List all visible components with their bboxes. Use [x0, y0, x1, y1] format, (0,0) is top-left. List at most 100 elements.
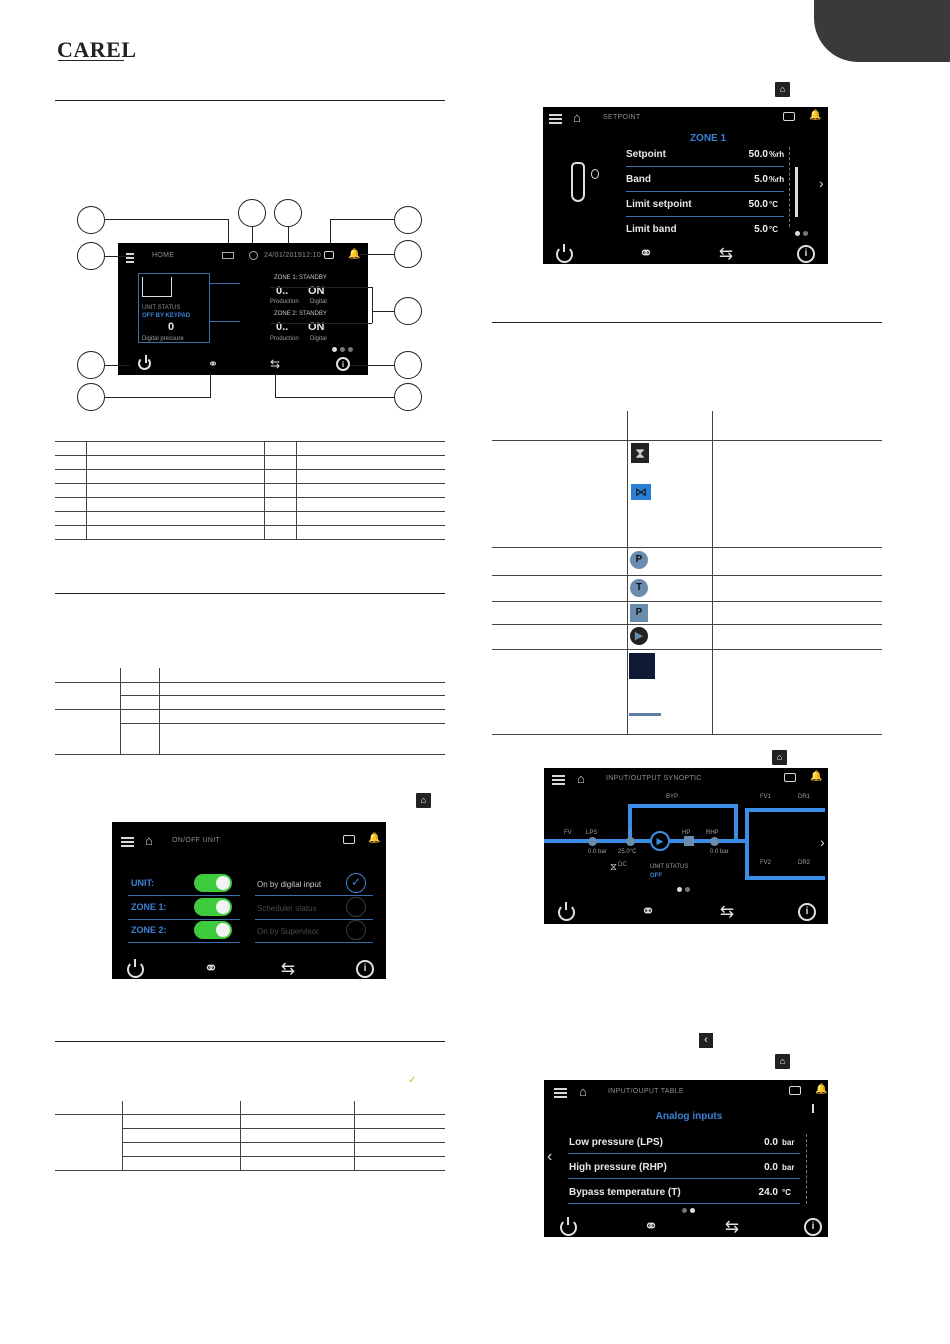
- swap-icon[interactable]: ⇆: [719, 902, 735, 921]
- scrollbar-track[interactable]: [789, 147, 791, 227]
- page-dot[interactable]: [803, 231, 808, 236]
- swap-icon[interactable]: ⇆: [280, 959, 296, 978]
- unchecked-option[interactable]: [346, 897, 366, 917]
- callout-line: [228, 219, 229, 243]
- menu-icon[interactable]: [126, 253, 134, 255]
- home-icon[interactable]: ⌂: [577, 771, 585, 786]
- swap-icon[interactable]: ⇆: [724, 1217, 740, 1236]
- info-icon[interactable]: i: [798, 903, 816, 921]
- battery-icon: [222, 252, 234, 259]
- legend-table-vline: [264, 441, 265, 539]
- page-dot[interactable]: [795, 231, 800, 236]
- scrollbar-track[interactable]: [806, 1134, 808, 1204]
- row-divider: [128, 942, 240, 943]
- message-icon[interactable]: [343, 835, 355, 844]
- zone2-label: ZONE 2: STANDBY: [274, 311, 327, 317]
- onoff-screen: ⌂ ON/OFF UNIT 🔔 UNIT: On by digital inpu…: [112, 822, 386, 979]
- menu-icon[interactable]: [554, 1088, 567, 1090]
- zone2-toggle[interactable]: [194, 921, 232, 939]
- page-dot[interactable]: [340, 347, 345, 352]
- dr2-label: DR2: [798, 860, 811, 866]
- callout-line: [288, 227, 289, 243]
- page-dot[interactable]: [677, 887, 682, 892]
- callout-line: [210, 375, 211, 398]
- menu-icon[interactable]: [121, 837, 134, 839]
- drop-icon: [591, 169, 599, 179]
- bell-icon[interactable]: 🔔: [810, 771, 823, 782]
- setpoint-row-label: Limit band: [626, 224, 677, 235]
- lps-value: 0.0 bar: [588, 849, 607, 855]
- page-dot[interactable]: [348, 347, 353, 352]
- io-row-value: 0.0: [764, 1137, 778, 1148]
- zones-icon[interactable]: ⚭: [643, 1217, 659, 1236]
- zone1-toggle[interactable]: [194, 898, 232, 916]
- checked-option[interactable]: ✓: [346, 873, 366, 893]
- page-dot[interactable]: [685, 887, 690, 892]
- row-divider: [626, 166, 784, 167]
- power-icon[interactable]: [560, 1217, 577, 1236]
- bell-icon[interactable]: 🔔: [348, 249, 361, 260]
- page-tab-corner: [814, 0, 950, 62]
- power-icon[interactable]: [127, 959, 144, 978]
- zone1-label: ZONE 1: STANDBY: [274, 275, 327, 281]
- pump-icon: ▶: [630, 627, 648, 645]
- row-divider: [568, 1178, 800, 1179]
- page-dot[interactable]: [682, 1208, 687, 1213]
- message-icon[interactable]: [783, 112, 795, 121]
- pressure-value: 0: [168, 321, 175, 333]
- unchecked-option[interactable]: [346, 920, 366, 940]
- swap-icon[interactable]: ⇆: [269, 357, 281, 371]
- swap-icon[interactable]: ⇆: [718, 244, 734, 263]
- menu-icon[interactable]: [552, 775, 565, 777]
- next-arrow[interactable]: ›: [819, 175, 824, 191]
- io-row-unit: bar: [782, 1163, 795, 1172]
- onoff-row-label: UNIT:: [131, 878, 154, 888]
- zone-table-vline: [122, 1101, 123, 1170]
- info-icon[interactable]: i: [336, 357, 350, 371]
- zones-icon[interactable]: ⚭: [638, 244, 654, 263]
- row-divider: [255, 942, 373, 943]
- next-arrow[interactable]: ›: [820, 834, 825, 850]
- home-icon[interactable]: ⌂: [145, 833, 153, 848]
- menu-icon[interactable]: [549, 114, 562, 116]
- unit-toggle[interactable]: [194, 874, 232, 892]
- info-icon[interactable]: i: [356, 960, 374, 978]
- power-icon[interactable]: [138, 355, 151, 370]
- fv-label: FV: [564, 830, 572, 836]
- info-icon[interactable]: i: [797, 245, 815, 263]
- scrollbar-thumb[interactable]: [795, 167, 798, 217]
- carel-logo: CAREL: [57, 37, 137, 62]
- back-arrow-icon: ‹: [699, 1033, 713, 1048]
- riser-pipe: [745, 808, 749, 880]
- io-row-unit: bar: [782, 1138, 795, 1147]
- page-dot[interactable]: [690, 1208, 695, 1213]
- home-icon[interactable]: ⌂: [573, 110, 581, 125]
- zones-icon[interactable]: ⚭: [207, 357, 219, 371]
- scrollbar-thumb[interactable]: [812, 1104, 814, 1113]
- icon-table-line: [492, 649, 882, 650]
- page-dot[interactable]: [332, 347, 337, 352]
- bell-icon[interactable]: 🔔: [815, 1084, 828, 1095]
- power-icon[interactable]: [556, 244, 573, 263]
- home-icon[interactable]: ⌂: [579, 1084, 587, 1099]
- legend-table-line: [55, 455, 445, 456]
- io-table-screen: ⌂ INPUT/OUPUT TABLE 🔔 Analog inputs Low …: [544, 1080, 828, 1237]
- message-icon[interactable]: [784, 773, 796, 782]
- home-title: HOME: [152, 252, 175, 259]
- logo-underline: [58, 60, 124, 61]
- io-row-label: Low pressure (LPS): [569, 1137, 663, 1148]
- lps-label: LPS: [586, 830, 598, 836]
- bell-icon[interactable]: 🔔: [809, 110, 822, 121]
- setpoint-row-value: 5.0: [754, 174, 768, 185]
- info-icon[interactable]: i: [804, 1218, 822, 1236]
- message-icon[interactable]: [789, 1086, 801, 1095]
- zones-icon[interactable]: ⚭: [640, 902, 656, 921]
- zone2-production-label: Production: [270, 336, 299, 342]
- legend-table-line: [55, 525, 445, 526]
- prev-arrow[interactable]: ‹: [547, 1148, 553, 1165]
- bell-icon[interactable]: 🔔: [368, 833, 381, 844]
- message-icon[interactable]: [324, 251, 334, 259]
- power-icon[interactable]: [558, 902, 575, 921]
- zones-icon[interactable]: ⚭: [203, 959, 219, 978]
- t-label: T: [628, 830, 632, 836]
